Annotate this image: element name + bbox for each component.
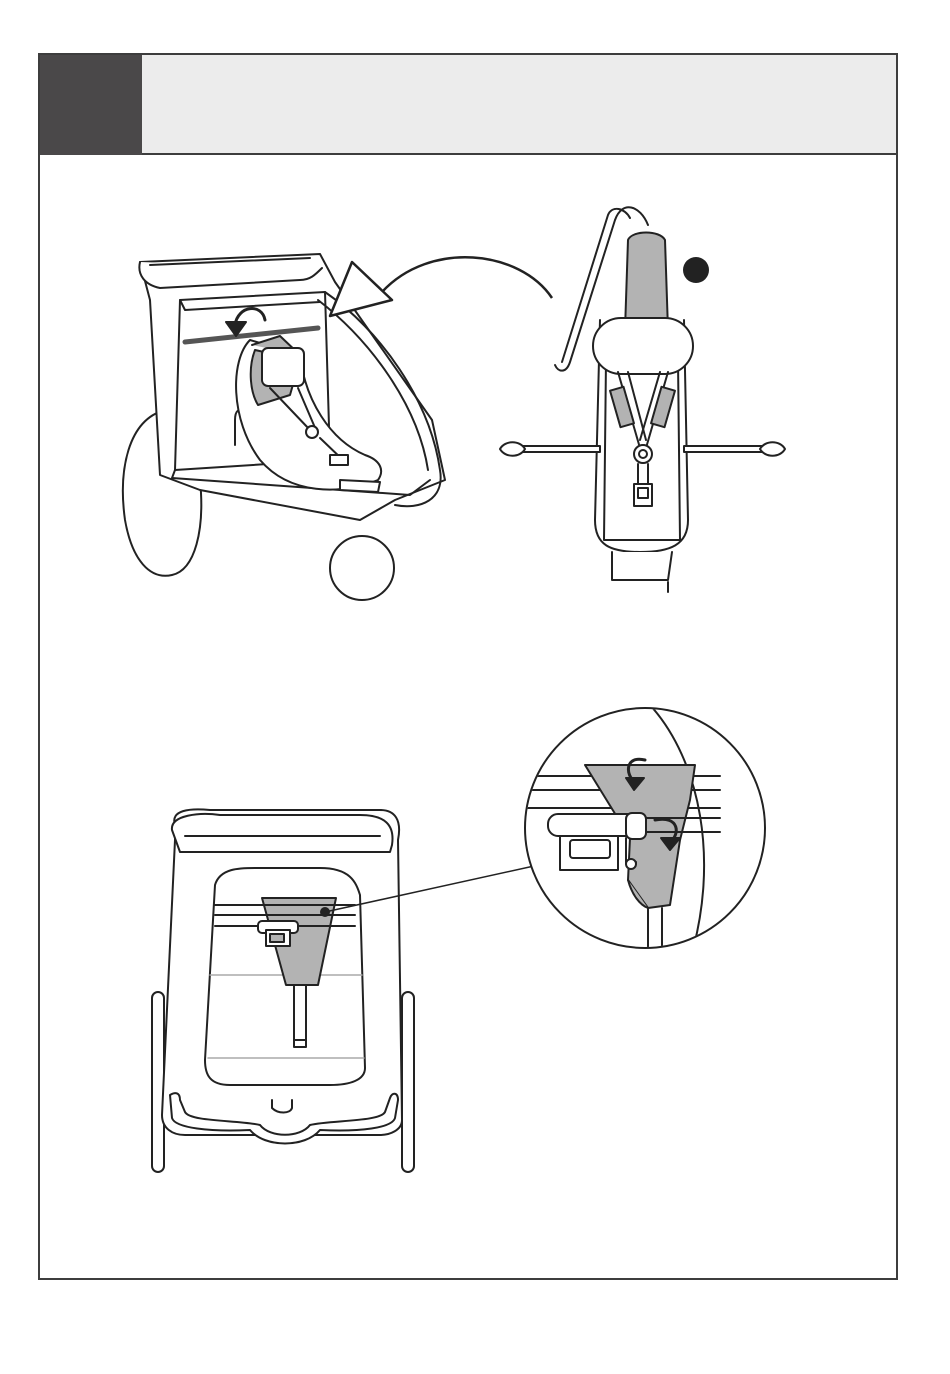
callout-dot	[683, 257, 709, 283]
insert-arrow	[330, 257, 552, 316]
trailer-rear-view	[152, 809, 534, 1172]
strap-detail-magnifier	[520, 705, 765, 960]
trailer-perspective-view	[123, 254, 445, 600]
front-wheel	[330, 536, 394, 600]
infant-sling-front-view	[500, 207, 785, 592]
